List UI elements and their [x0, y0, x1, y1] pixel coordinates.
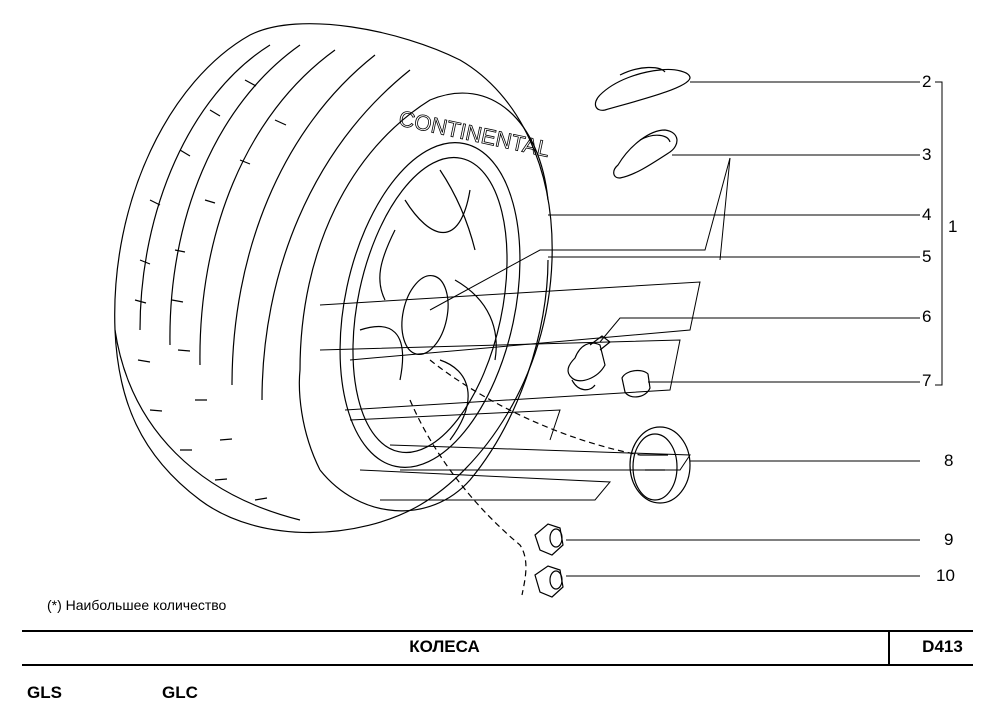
leader-lines: [429, 81, 943, 577]
title-bar: КОЛЕСА D413: [22, 630, 973, 666]
diagram-code: D413: [922, 637, 963, 656]
tire-brand-logo: CONTINENTAL: [397, 106, 552, 162]
wheel-bolt-part: [534, 565, 564, 598]
wheel-nut-part: [534, 523, 564, 556]
callout-2: 2: [922, 72, 932, 91]
valve-part: [567, 335, 611, 391]
callout-9: 9: [944, 530, 954, 549]
balance-weight-part: [594, 66, 691, 111]
callout-10: 10: [936, 566, 955, 585]
variant-gls: GLS: [27, 683, 62, 702]
callout-5: 5: [922, 247, 932, 266]
brand-watermark: [319, 281, 701, 501]
footnote: (*) Наибольшее количество: [47, 597, 227, 613]
variant-glc: GLC: [162, 683, 198, 702]
valve-cap-part: [621, 369, 651, 398]
callout-6: 6: [922, 307, 932, 326]
assembly-path-dashed: [429, 359, 641, 456]
title-divider: [888, 632, 890, 664]
callout-8: 8: [944, 451, 954, 470]
tire: [114, 23, 553, 534]
hub-cap-part: [629, 426, 691, 504]
weight-clip-part: [613, 129, 678, 179]
callout-3: 3: [922, 145, 932, 164]
page-title: КОЛЕСА: [409, 637, 480, 656]
callout-4: 4: [922, 205, 932, 224]
callout-1: 1: [948, 217, 958, 236]
wheel-rim: [339, 142, 521, 468]
callout-7: 7: [922, 371, 932, 390]
